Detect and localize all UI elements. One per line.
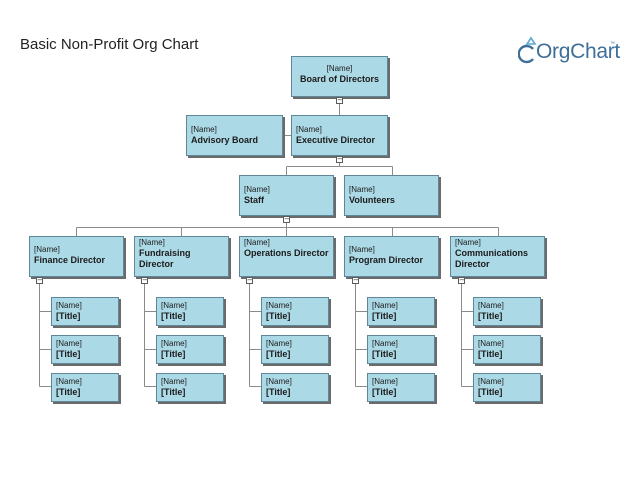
director-name: [Name] bbox=[139, 238, 165, 247]
report-title: [Title] bbox=[56, 387, 81, 397]
director-title: Operations Director bbox=[244, 248, 329, 258]
advisory-board-box[interactable]: [Name] Advisory Board bbox=[186, 115, 283, 156]
staff-title: Staff bbox=[244, 195, 264, 205]
director-box-program[interactable]: [Name] Program Director bbox=[344, 236, 439, 277]
board-collapse-button[interactable]: − bbox=[336, 96, 343, 104]
report-title: [Title] bbox=[266, 311, 291, 321]
report-box[interactable]: [Name] [Title] bbox=[51, 297, 119, 326]
report-name: [Name] bbox=[478, 301, 504, 310]
logo-text: OrgChart bbox=[536, 40, 620, 63]
director-name: [Name] bbox=[244, 238, 270, 247]
director-name: [Name] bbox=[34, 245, 60, 254]
report-title: [Title] bbox=[161, 349, 186, 359]
report-name: [Name] bbox=[56, 339, 82, 348]
report-box[interactable]: [Name] [Title] bbox=[261, 373, 329, 402]
report-title: [Title] bbox=[161, 387, 186, 397]
report-title: [Title] bbox=[478, 349, 503, 359]
director-box-operations[interactable]: [Name] Operations Director bbox=[239, 236, 334, 277]
report-box[interactable]: [Name] [Title] bbox=[51, 373, 119, 402]
director-box-finance[interactable]: [Name] Finance Director bbox=[29, 236, 124, 277]
logo-trademark: ™ bbox=[610, 41, 615, 47]
report-box[interactable]: [Name] [Title] bbox=[367, 335, 435, 364]
report-title: [Title] bbox=[478, 387, 503, 397]
executive-title: Executive Director bbox=[296, 135, 376, 145]
report-name: [Name] bbox=[161, 377, 187, 386]
board-title: Board of Directors bbox=[299, 74, 379, 84]
report-title: [Title] bbox=[266, 387, 291, 397]
report-box[interactable]: [Name] [Title] bbox=[156, 373, 224, 402]
report-name: [Name] bbox=[478, 339, 504, 348]
director-title: Finance Director bbox=[34, 255, 106, 265]
report-title: [Title] bbox=[56, 349, 81, 359]
director-box-fundraising[interactable]: [Name] Fundraising Director bbox=[134, 236, 229, 277]
director-title: Fundraising Director bbox=[139, 248, 191, 269]
orgchart-logo: OrgChart ™ bbox=[518, 32, 620, 68]
finance-collapse-button[interactable]: − bbox=[36, 276, 43, 284]
board-name: [Name] bbox=[326, 64, 353, 73]
director-name: [Name] bbox=[455, 238, 481, 247]
director-title: Communications Director bbox=[455, 248, 529, 269]
board-of-directors-box[interactable]: [Name] Board of Directors bbox=[291, 56, 388, 97]
report-box[interactable]: [Name] [Title] bbox=[156, 335, 224, 364]
volunteers-box[interactable]: [Name] Volunteers bbox=[344, 175, 439, 216]
staff-box[interactable]: [Name] Staff bbox=[239, 175, 334, 216]
executive-collapse-button[interactable]: − bbox=[336, 155, 343, 163]
volunteers-name: [Name] bbox=[349, 185, 375, 194]
report-name: [Name] bbox=[372, 339, 398, 348]
director-name: [Name] bbox=[349, 245, 375, 254]
report-name: [Name] bbox=[266, 377, 292, 386]
report-name: [Name] bbox=[266, 339, 292, 348]
operations-collapse-button[interactable]: − bbox=[246, 276, 253, 284]
director-title: Program Director bbox=[349, 255, 424, 265]
staff-name: [Name] bbox=[244, 185, 270, 194]
report-name: [Name] bbox=[161, 301, 187, 310]
executive-director-box[interactable]: [Name] Executive Director bbox=[291, 115, 388, 156]
communications-collapse-button[interactable]: − bbox=[458, 276, 465, 284]
report-name: [Name] bbox=[478, 377, 504, 386]
report-title: [Title] bbox=[372, 349, 397, 359]
report-title: [Title] bbox=[372, 387, 397, 397]
report-title: [Title] bbox=[478, 311, 503, 321]
program-collapse-button[interactable]: − bbox=[352, 276, 359, 284]
report-name: [Name] bbox=[372, 377, 398, 386]
report-name: [Name] bbox=[266, 301, 292, 310]
report-box[interactable]: [Name] [Title] bbox=[473, 335, 541, 364]
report-box[interactable]: [Name] [Title] bbox=[261, 335, 329, 364]
report-title: [Title] bbox=[56, 311, 81, 321]
report-box[interactable]: [Name] [Title] bbox=[156, 297, 224, 326]
report-title: [Title] bbox=[266, 349, 291, 359]
director-box-communications[interactable]: [Name] Communications Director bbox=[450, 236, 545, 277]
report-box[interactable]: [Name] [Title] bbox=[367, 297, 435, 326]
report-name: [Name] bbox=[161, 339, 187, 348]
advisory-name: [Name] bbox=[191, 125, 217, 134]
report-name: [Name] bbox=[372, 301, 398, 310]
report-title: [Title] bbox=[161, 311, 186, 321]
executive-name: [Name] bbox=[296, 125, 322, 134]
orgchart-logo-icon bbox=[518, 36, 537, 64]
report-name: [Name] bbox=[56, 377, 82, 386]
volunteers-title: Volunteers bbox=[349, 195, 395, 205]
report-box[interactable]: [Name] [Title] bbox=[473, 373, 541, 402]
fundraising-collapse-button[interactable]: − bbox=[141, 276, 148, 284]
report-box[interactable]: [Name] [Title] bbox=[473, 297, 541, 326]
page-title: Basic Non-Profit Org Chart bbox=[20, 36, 199, 53]
report-name: [Name] bbox=[56, 301, 82, 310]
advisory-title: Advisory Board bbox=[191, 135, 259, 145]
report-box[interactable]: [Name] [Title] bbox=[367, 373, 435, 402]
staff-collapse-button[interactable]: − bbox=[283, 215, 290, 223]
report-title: [Title] bbox=[372, 311, 397, 321]
report-box[interactable]: [Name] [Title] bbox=[261, 297, 329, 326]
report-box[interactable]: [Name] [Title] bbox=[51, 335, 119, 364]
